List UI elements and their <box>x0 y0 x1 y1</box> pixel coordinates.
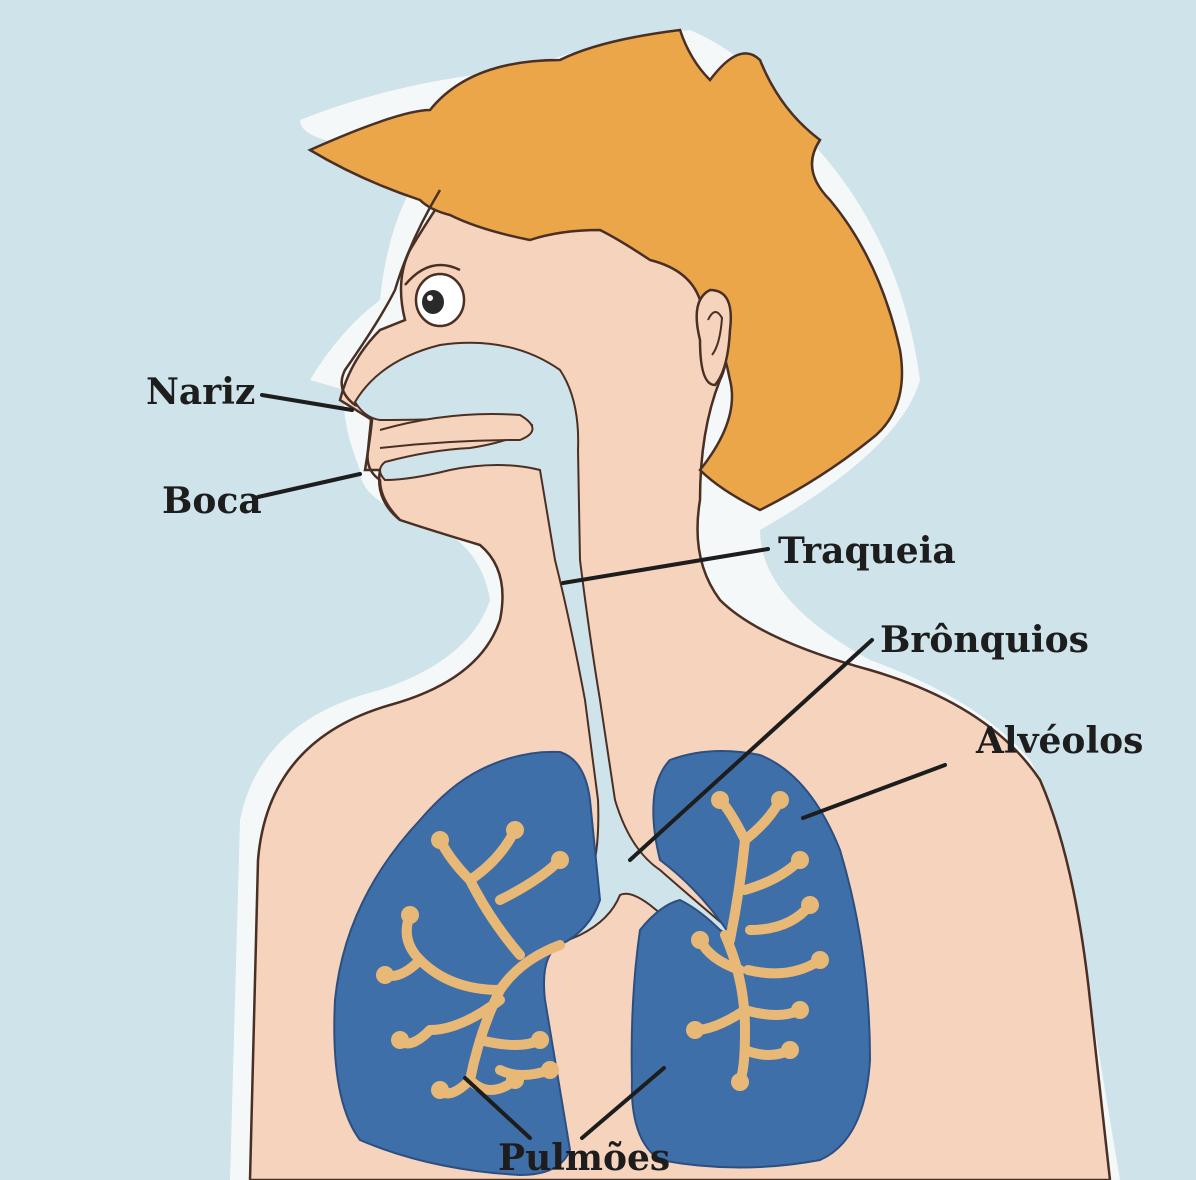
label-lungs: Pulmões <box>498 1140 670 1176</box>
label-nose: Nariz <box>146 374 255 410</box>
leader-line-nariz <box>262 395 352 410</box>
label-alveoli: Alvéolos <box>976 723 1143 759</box>
label-trachea: Traqueia <box>778 533 956 569</box>
leader-line-boca <box>258 474 360 497</box>
label-bronchi: Brônquios <box>880 622 1089 658</box>
label-mouth: Boca <box>162 483 262 519</box>
